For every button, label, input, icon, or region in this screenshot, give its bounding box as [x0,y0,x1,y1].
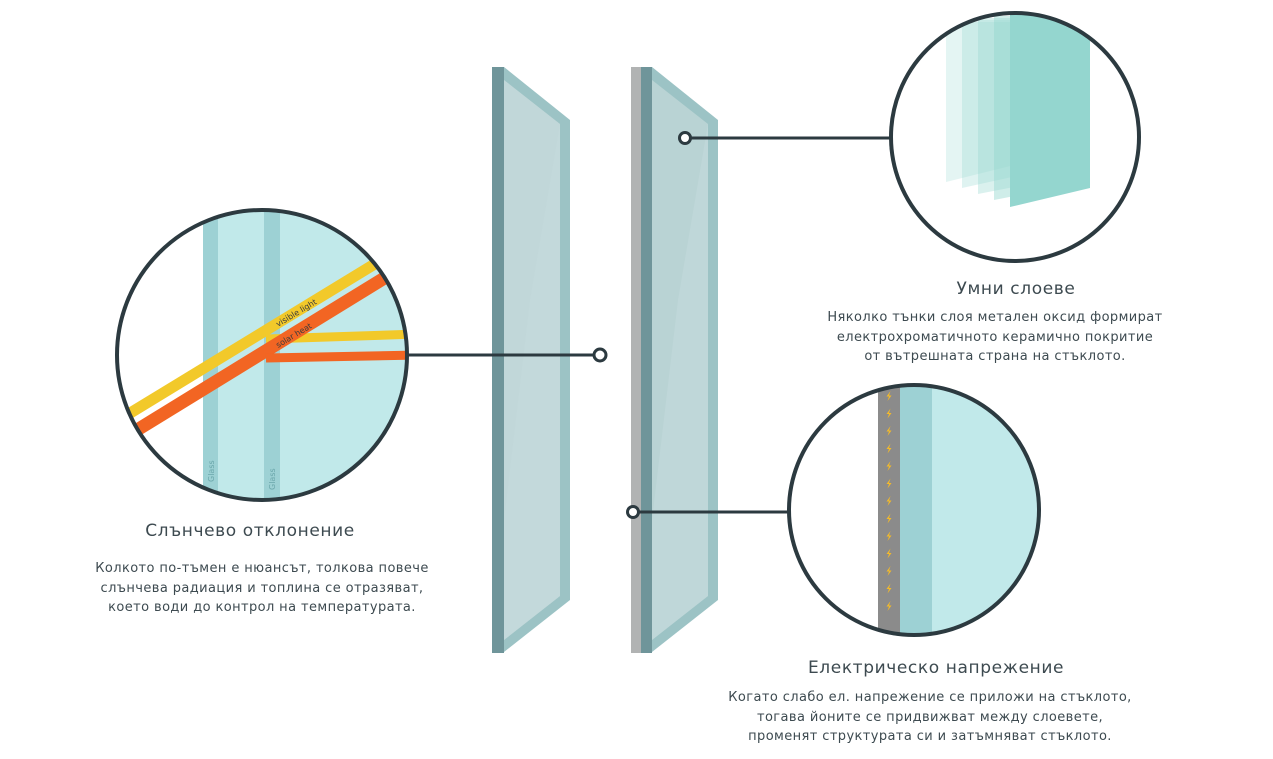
layers-title: Умни слоеве [956,279,1076,299]
solar-heat-reflected [265,350,407,363]
layers-lens [889,11,1141,263]
solar-description: Колкото по-тъмен е нюансът, толкова пове… [62,559,462,618]
bolt-icon [886,408,892,419]
glass-strip-left [203,210,218,500]
glass-pane-inner [631,67,718,653]
bolt-icon [886,426,892,436]
voltage-description-line: променят структурата си и затъмняват стъ… [748,729,1112,744]
glass-label-right: Glass [268,468,277,490]
bolt-icon [886,583,892,594]
layers-description-line: Няколко тънки слоя метален оксид формира… [827,310,1163,325]
bolt-icon [886,566,892,576]
voltage-description-line: тогава йоните се придвижват между слоеве… [756,709,1104,725]
connector-dot-voltage [626,505,640,519]
solar-title: Слънчево отклонение [145,521,355,541]
coating-layer [631,67,641,653]
bolt-icon [886,391,892,401]
solar-description-line: което води до контрол на температурата. [108,600,416,615]
solar-description-line: слънчева радиация и топлина се отразяват… [100,580,424,596]
voltage-lens [787,383,1041,637]
visible-light-ray [124,257,381,420]
bolt-icon [886,478,892,489]
bolt-icon [886,548,892,559]
bolt-icon [886,531,892,541]
bolt-icon [886,443,892,454]
layers-description: Няколко тънки слоя метален оксид формира… [795,308,1195,367]
layers-description-line: от вътрешната страна на стъклото. [864,349,1126,364]
voltage-description-line: Когато слабо ел. напрежение се приложи н… [728,690,1132,705]
layers-description-line: електрохроматичното керамично покритие [836,329,1154,345]
connectors [406,131,892,519]
voltage-title: Електрическо напрежение [807,658,1065,678]
electrode-strip [878,385,900,635]
voltage-description: Когато слабо ел. напрежение се приложи н… [690,688,1170,747]
solar-lens: visible light solar heat Glass Glass [115,208,409,502]
bolt-icon [886,601,892,611]
connector-dot-layers [678,131,692,145]
glass-label-left: Glass [207,460,216,482]
solar-heat-ray [133,271,390,436]
glass-pane-outer [492,67,570,653]
bolt-icon [886,513,892,524]
connector-dot-solar [592,347,608,363]
bolt-icon [886,461,892,471]
bolt-icon [886,496,892,506]
solar-description-line: Колкото по-тъмен е нюансът, толкова пове… [95,561,429,576]
layer-front [1010,14,1090,207]
bolt-icons [886,391,892,611]
